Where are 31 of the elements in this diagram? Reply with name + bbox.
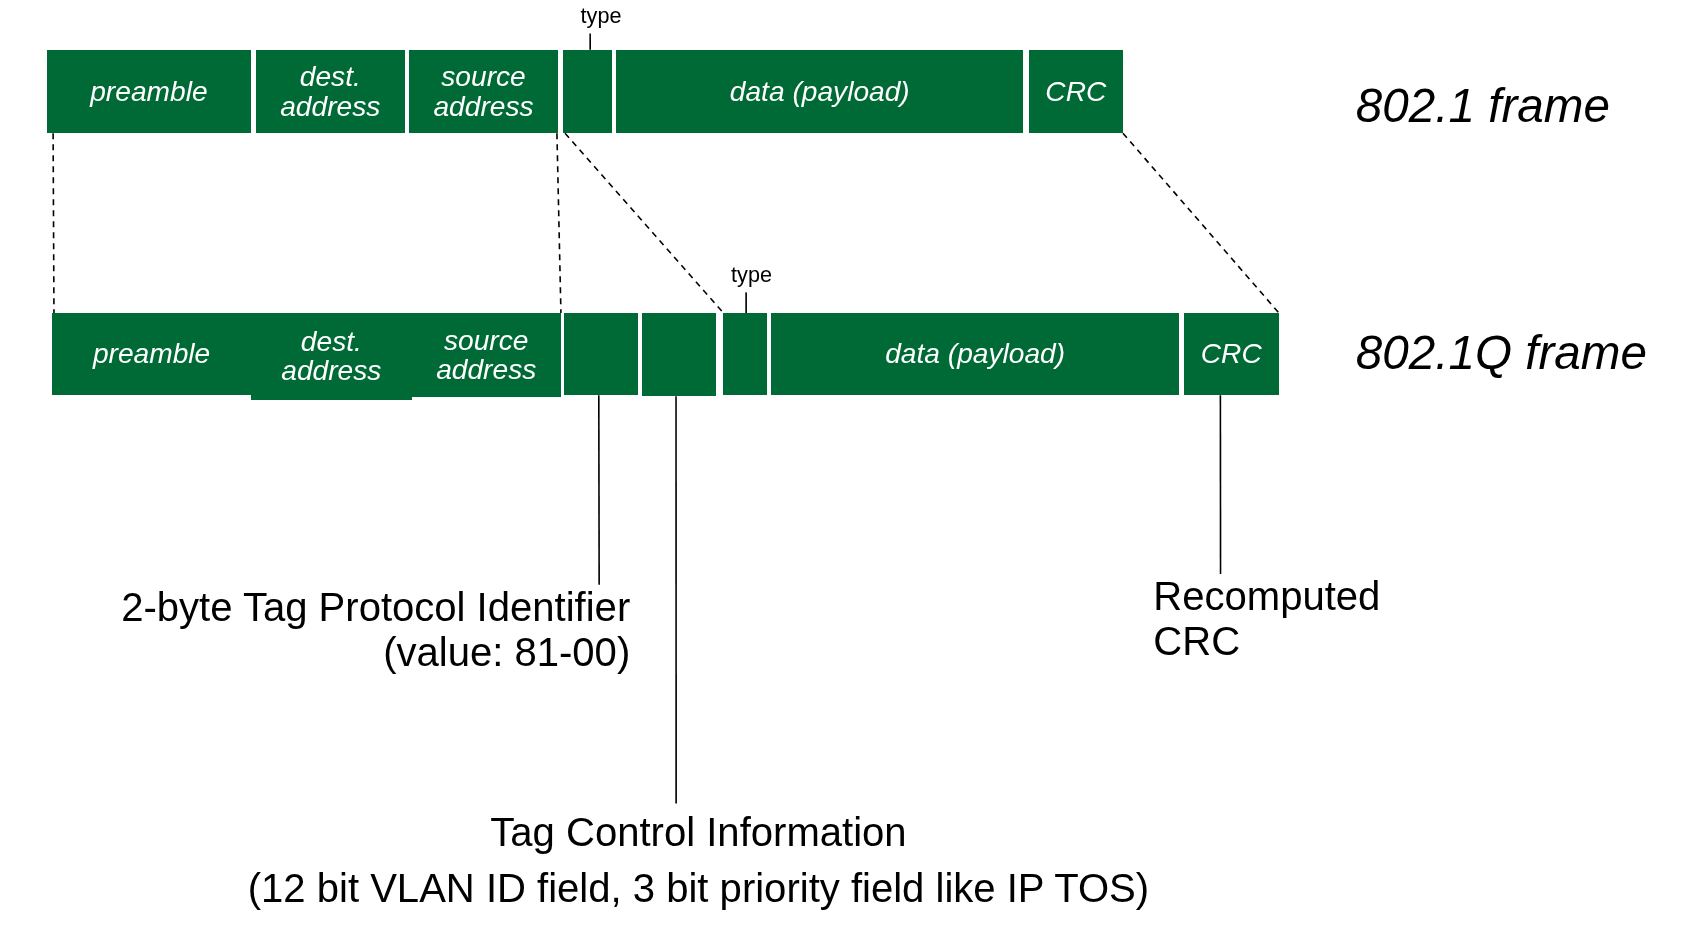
frame-label: 802.1 frame: [1355, 77, 1610, 133]
frame-field: data (payload): [616, 49, 1024, 134]
annotation-text: type: [719, 262, 784, 293]
projection-line: [1122, 132, 1280, 314]
leader-line: [598, 394, 600, 586]
leader-line: [675, 395, 677, 805]
frame-field: data (payload): [771, 312, 1180, 396]
projection-line: [52, 132, 55, 314]
frame-field: CRC: [1183, 312, 1279, 396]
projection-line: [564, 132, 725, 314]
annotation-text: (12 bit VLAN ID field, 3 bit priority field like IP TOS): [246, 864, 1151, 912]
frame-field: source address: [409, 49, 558, 134]
leader-line: [1219, 394, 1222, 575]
frame-field: CRC: [1028, 49, 1123, 134]
frame-label: 802.1Q frame: [1355, 324, 1647, 380]
frame-field: [723, 312, 767, 396]
projection-line: [556, 132, 562, 314]
frame-field: [563, 49, 612, 134]
frame-field: dest. address: [251, 312, 412, 400]
annotation-text: Recomputed CRC: [1153, 573, 1479, 687]
leader-line: [589, 32, 591, 51]
frame-field: preamble: [51, 312, 252, 396]
annotation-heading: Tag Control Information: [489, 808, 908, 856]
frame-field: dest. address: [255, 49, 405, 134]
leader-line: [745, 291, 747, 314]
annotation-text: 2-byte Tag Protocol Identifier (value: 81-00): [8, 584, 631, 702]
frame-field: preamble: [46, 49, 252, 134]
frame-field: [642, 312, 716, 397]
annotation-text: type: [568, 3, 634, 34]
frame-field: source address: [411, 312, 561, 398]
frame-field: [564, 312, 638, 396]
